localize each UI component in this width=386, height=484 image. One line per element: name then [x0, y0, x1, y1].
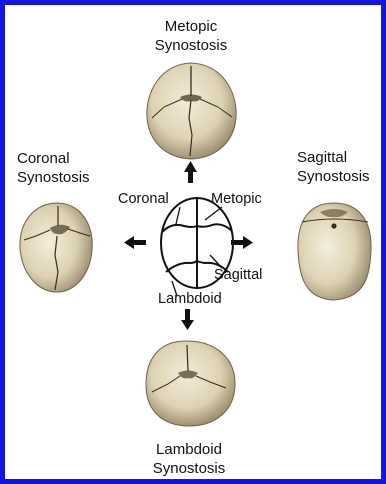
- metopic-synostosis-label: Metopic Synostosis: [142, 17, 240, 55]
- sagittal-synostosis-line2: Synostosis: [297, 167, 370, 186]
- arrow-up-icon: [184, 161, 197, 183]
- sagittal-suture-label: Sagittal: [214, 266, 262, 285]
- lambdoid-synostosis-line1: Lambdoid: [140, 440, 238, 459]
- coronal-suture-label: Coronal: [118, 190, 169, 209]
- sagittal-synostosis-line1: Sagittal: [297, 148, 370, 167]
- arrow-right-icon: [231, 236, 253, 249]
- metopic-synostosis-line1: Metopic: [142, 17, 240, 36]
- sagittal-synostosis-label: Sagittal Synostosis: [297, 148, 370, 186]
- sagittal-synostosis-skull: [298, 203, 371, 300]
- lambdoid-synostosis-line2: Synostosis: [140, 459, 238, 478]
- lambdoid-suture-label: Lambdoid: [158, 290, 222, 309]
- coronal-synostosis-skull: [20, 203, 92, 292]
- coronal-synostosis-line1: Coronal: [17, 149, 90, 168]
- lambdoid-synostosis-label: Lambdoid Synostosis: [140, 440, 238, 478]
- coronal-synostosis-line2: Synostosis: [17, 168, 90, 187]
- metopic-synostosis-line2: Synostosis: [142, 36, 240, 55]
- arrow-left-icon: [124, 236, 146, 249]
- metopic-synostosis-skull: [147, 63, 236, 159]
- coronal-synostosis-label: Coronal Synostosis: [17, 149, 90, 187]
- arrow-down-icon: [181, 309, 194, 330]
- metopic-suture-label: Metopic: [211, 190, 262, 209]
- lambdoid-synostosis-skull: [146, 341, 235, 426]
